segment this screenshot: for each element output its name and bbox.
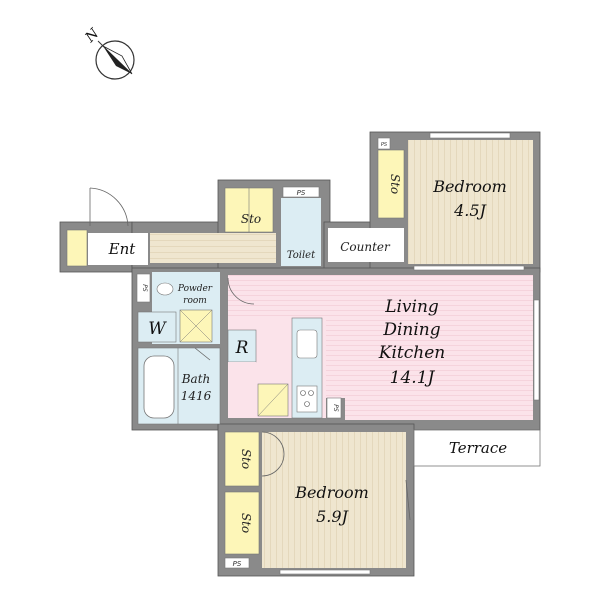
bedroom-top-label: Bedroom: [432, 177, 507, 196]
toilet-ps: [282, 186, 320, 198]
bedroom-top-size: 4.5J: [453, 201, 487, 220]
powder-ps: [136, 273, 151, 303]
fridge-label: R: [235, 338, 249, 358]
terrace-floor: [413, 429, 541, 467]
counter-label: Counter: [340, 240, 391, 254]
washer-label: W: [148, 319, 167, 339]
kitchen-hall: [228, 362, 256, 418]
bottom-ps-label: PS: [233, 560, 242, 568]
powder-label-1: Powder: [177, 284, 213, 294]
ldk-label-kitchen: Kitchen: [378, 343, 445, 363]
entrance-storage: [66, 229, 88, 267]
kitchen-ps-label: PS: [332, 404, 339, 412]
compass: N: [82, 25, 135, 80]
entrance-label: Ent: [108, 240, 137, 258]
bedroom-top-floor: [408, 140, 533, 264]
windows: [279, 132, 540, 575]
bedroom-bottom-storage-1: [224, 431, 260, 487]
bedroom-bottom-label: Bedroom: [294, 483, 369, 502]
bath-size: 1416: [181, 389, 212, 403]
powder-label-2: room: [183, 296, 207, 306]
ldk-label-living: Living: [384, 297, 439, 317]
bathtub-icon: [143, 355, 175, 419]
hallway-floor: [150, 233, 276, 263]
top-bedroom-storage-label: Sto: [388, 174, 402, 194]
washbasin-icon: [156, 282, 174, 296]
bottom-storage-2-label: Sto: [239, 513, 253, 533]
top-bedroom-ps-label: PS: [381, 142, 388, 148]
washer-space: [137, 311, 177, 343]
kitchen-ps: [326, 397, 342, 419]
hall-storage-label: Sto: [241, 212, 261, 226]
powder-ps-label: PS: [141, 284, 148, 292]
ldk-label-dining: Dining: [382, 320, 440, 340]
toilet-label: Toilet: [287, 250, 316, 261]
bottom-storage-1-label: Sto: [239, 449, 253, 469]
bedroom-top-storage: [377, 149, 405, 219]
bedroom-bottom-ps: [224, 557, 250, 569]
ldk-floor: [228, 275, 533, 420]
ldk-size: 14.1J: [390, 368, 436, 388]
fridge-space: [227, 329, 257, 363]
bedroom-bottom-floor: [262, 432, 406, 568]
toilet-ps-label: PS: [297, 189, 306, 197]
bedroom-bottom-size: 5.9J: [316, 507, 349, 526]
terrace-label: Terrace: [449, 439, 507, 457]
counter-area: [328, 228, 404, 262]
entrance-floor: [88, 233, 148, 265]
bath-label: Bath: [181, 372, 211, 386]
toilet-floor: [281, 198, 321, 266]
doors: [89, 187, 411, 521]
bedroom-bottom-storage-2: [224, 491, 260, 555]
kitchen-sink-icon: [296, 329, 318, 359]
stove-icon: [296, 385, 318, 413]
bedroom-top-ps: [377, 137, 391, 150]
